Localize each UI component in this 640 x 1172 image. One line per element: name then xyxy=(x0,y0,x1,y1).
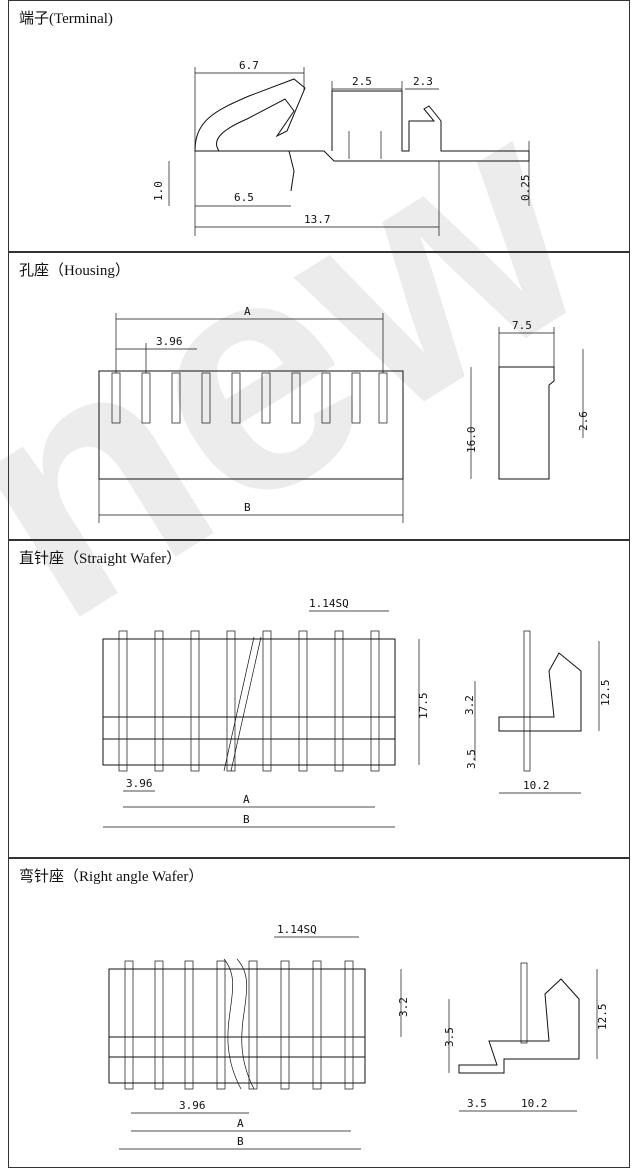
housing-section: 孔座（Housing） A 3.96 B 7.5 xyxy=(8,252,630,540)
dim-terminal-4: 1.0 xyxy=(152,181,165,201)
right-angle-title: 弯针座（Right angle Wafer） xyxy=(19,869,204,885)
straight-side-pin xyxy=(523,630,531,772)
housing-slots xyxy=(111,372,388,424)
dim-straight-s3: 3.5 xyxy=(465,749,478,769)
dim-housing-pitch: 3.96 xyxy=(156,335,183,348)
straight-body xyxy=(102,638,396,766)
terminal-clip xyxy=(194,78,306,152)
terminal-clip-base xyxy=(195,150,295,192)
right-angle-drawing: 1.14SQ 3.2 3.96 A B 3.5 12.5 3.5 10.2 xyxy=(108,923,609,1150)
straight-side xyxy=(498,652,582,732)
terminal-title: 端子(Terminal) xyxy=(19,11,113,27)
dim-right-angle-s3: 3.5 xyxy=(467,1097,487,1110)
dim-straight-b: B xyxy=(243,813,250,826)
dim-terminal-7: 13.7 xyxy=(304,213,331,226)
dim-straight-w: 10.2 xyxy=(523,779,550,792)
housing-side xyxy=(498,366,555,480)
dim-right-angle-s2: 12.5 xyxy=(596,1004,609,1031)
housing-front xyxy=(98,370,404,480)
dim-housing-s: 2.6 xyxy=(577,411,590,431)
right-angle-break-lines xyxy=(223,958,255,1090)
housing-title: 孔座（Housing） xyxy=(19,263,130,279)
dim-right-angle-a: A xyxy=(237,1117,244,1130)
dim-straight-pitch: 3.96 xyxy=(126,777,153,790)
dim-terminal-3: 2.3 xyxy=(413,75,433,88)
dim-right-angle-w: 10.2 xyxy=(521,1097,548,1110)
terminal-drawing: 6.7 2.5 2.3 1.0 6.5 0.25 13.7 xyxy=(152,59,532,236)
dim-right-angle-s1: 3.5 xyxy=(443,1027,456,1047)
dim-straight-a: A xyxy=(243,793,250,806)
dim-housing-h: 16.0 xyxy=(465,427,478,454)
dim-straight-h: 17.5 xyxy=(417,693,430,720)
straight-break-lines xyxy=(223,636,262,772)
right-angle-side-pin xyxy=(520,962,528,1044)
dim-housing-a: A xyxy=(244,305,251,318)
straight-pins xyxy=(118,630,380,772)
right-angle-flange xyxy=(108,1036,366,1058)
dim-right-angle-h: 3.2 xyxy=(397,997,410,1017)
straight-title: 直针座（Straight Wafer） xyxy=(19,551,182,567)
terminal-body xyxy=(289,90,530,162)
straight-flange xyxy=(102,716,396,740)
right-angle-pins xyxy=(124,960,354,1090)
dim-right-angle-pitch: 3.96 xyxy=(179,1099,206,1112)
dim-terminal-1: 6.7 xyxy=(239,59,259,72)
right-angle-body xyxy=(108,968,366,1084)
straight-drawing: 1.14SQ 17.5 3.96 A B 3.2 3.5 12.5 10.2 xyxy=(102,597,612,828)
dim-straight-s1: 3.2 xyxy=(463,695,476,715)
dim-housing-b: B xyxy=(244,501,251,514)
dim-terminal-5: 6.5 xyxy=(234,191,254,204)
right-angle-side xyxy=(458,978,580,1074)
terminal-section: 端子(Terminal) 6.7 2.5 2.3 1.0 6.5 0.25 13… xyxy=(8,0,630,252)
dim-right-angle-b: B xyxy=(237,1135,244,1148)
dim-terminal-2: 2.5 xyxy=(352,75,372,88)
dim-straight-s2: 12.5 xyxy=(599,680,612,707)
right-angle-section: 弯针座（Right angle Wafer） 1.14SQ 3.2 3.96 A… xyxy=(8,858,630,1168)
straight-section: 直针座（Straight Wafer） 1.14SQ 17.5 3.96 A B… xyxy=(8,540,630,858)
dim-straight-sq: 1.14SQ xyxy=(309,597,349,610)
housing-drawing: A 3.96 B 7.5 16.0 2.6 xyxy=(98,305,590,523)
dim-right-angle-sq: 1.14SQ xyxy=(277,923,317,936)
dim-housing-w: 7.5 xyxy=(512,319,532,332)
dim-terminal-6: 0.25 xyxy=(519,175,532,202)
